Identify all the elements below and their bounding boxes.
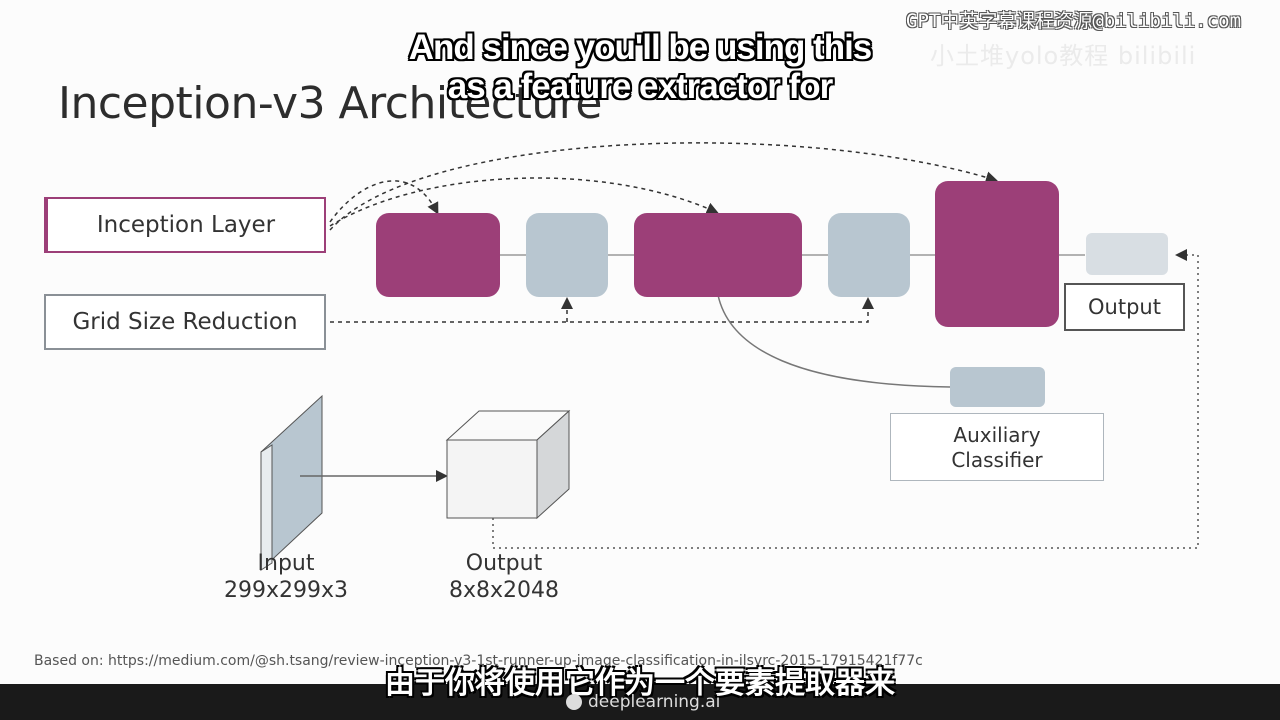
output-feature-label: Output 8x8x2048: [424, 550, 584, 604]
reduction-block-2: [828, 213, 910, 297]
legend-inception-layer: Inception Layer: [44, 197, 326, 253]
subtitle-chinese: 由于你将使用它作为一个要素提取器来: [385, 666, 895, 701]
auxiliary-line-1: Auxiliary: [953, 423, 1041, 447]
reduction-block-1: [526, 213, 608, 297]
inception-block-1: [376, 213, 500, 297]
cube-front: [446, 439, 538, 519]
watermark-line-2: 小土堆yolo教程 bilibili: [930, 42, 1197, 70]
inception-arrow-1: [329, 180, 439, 223]
output-feature-size: 8x8x2048: [448, 578, 560, 603]
input-label: Input 299x299x3: [206, 550, 366, 604]
inception-arrow-3: [329, 142, 998, 231]
watermark-line-1: GPT中英字幕课程资源@bilibili.com: [906, 10, 1242, 32]
auxiliary-line-2: Classifier: [951, 448, 1043, 472]
brand-logo: deeplearning.ai: [566, 692, 720, 712]
subtitle-english-line-2: as a feature extractor for: [447, 67, 833, 106]
inception-arrow-2: [329, 177, 719, 227]
input-label-text: Input: [257, 551, 315, 576]
auxiliary-curve: [717, 294, 951, 388]
brand-name: deeplearning.ai: [588, 692, 721, 712]
connector-lines: [260, 142, 1199, 572]
feature-output-arrow: [492, 249, 1199, 549]
output-feature-text: Output: [465, 551, 543, 576]
source-citation: Based on: https://medium.com/@sh.tsang/r…: [34, 653, 923, 669]
input-size-text: 299x299x3: [223, 578, 349, 603]
grid-arrow-2: [330, 297, 874, 323]
legend-grid-size-reduction: Grid Size Reduction: [44, 294, 326, 350]
subtitle-english-line-1: And since you'll be using this: [408, 28, 873, 67]
slide-title: Inception-v3 Architecture: [58, 78, 602, 129]
slide: Inception-v3 Architecture Inception Laye…: [34, 78, 1199, 669]
input-plane-edge: [260, 444, 273, 571]
inception-block-2: [634, 213, 802, 297]
output-block: [1086, 233, 1168, 275]
output-label-box: Output: [1064, 283, 1185, 331]
deeplearning-logo-icon: [566, 694, 582, 710]
inception-block-3: [935, 181, 1059, 327]
auxiliary-classifier-box: Auxiliary Classifier: [890, 413, 1104, 481]
auxiliary-block: [950, 367, 1045, 407]
bottom-bar: [0, 684, 1280, 720]
